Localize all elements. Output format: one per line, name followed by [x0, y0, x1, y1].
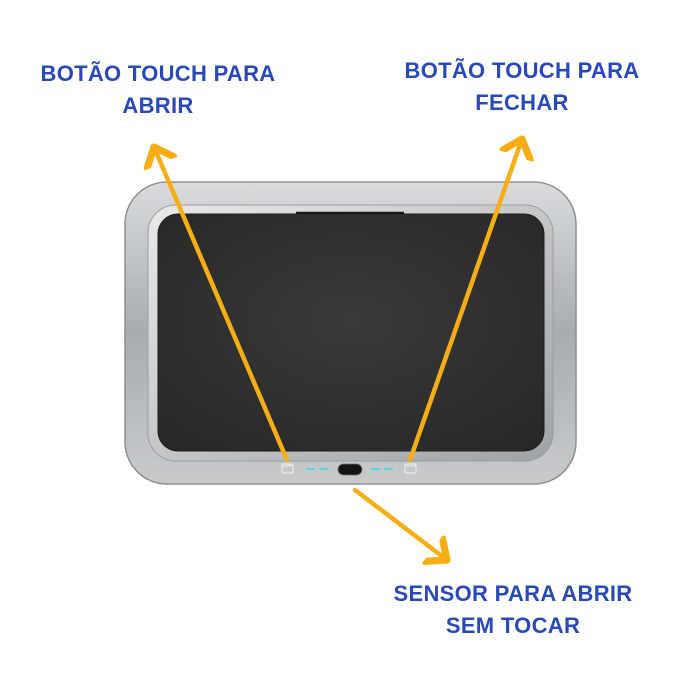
control-strip	[281, 463, 417, 476]
arrow-to-open-button	[154, 147, 290, 463]
close-lid-icon[interactable]	[404, 463, 417, 474]
label-sensor-line1: SENSOR PARA ABRIR	[393, 581, 633, 606]
arrow-to-sensor	[352, 487, 447, 560]
label-close-button: BOTÃO TOUCH PARA FECHAR	[382, 55, 662, 119]
label-close-line1: BOTÃO TOUCH PARA	[404, 58, 640, 83]
label-sensor-line2: SEM TOCAR	[445, 613, 581, 638]
open-lid-icon[interactable]	[281, 463, 294, 474]
label-sensor: SENSOR PARA ABRIR SEM TOCAR	[368, 578, 658, 642]
arrow-to-close-button	[407, 139, 522, 463]
lid-panel	[157, 213, 545, 452]
label-close-line2: FECHAR	[475, 90, 569, 115]
label-open-line1: BOTÃO TOUCH PARA	[40, 61, 276, 86]
motion-sensor-icon	[337, 463, 363, 476]
label-open-button: BOTÃO TOUCH PARA ABRIR	[18, 58, 298, 122]
label-open-line2: ABRIR	[122, 93, 194, 118]
